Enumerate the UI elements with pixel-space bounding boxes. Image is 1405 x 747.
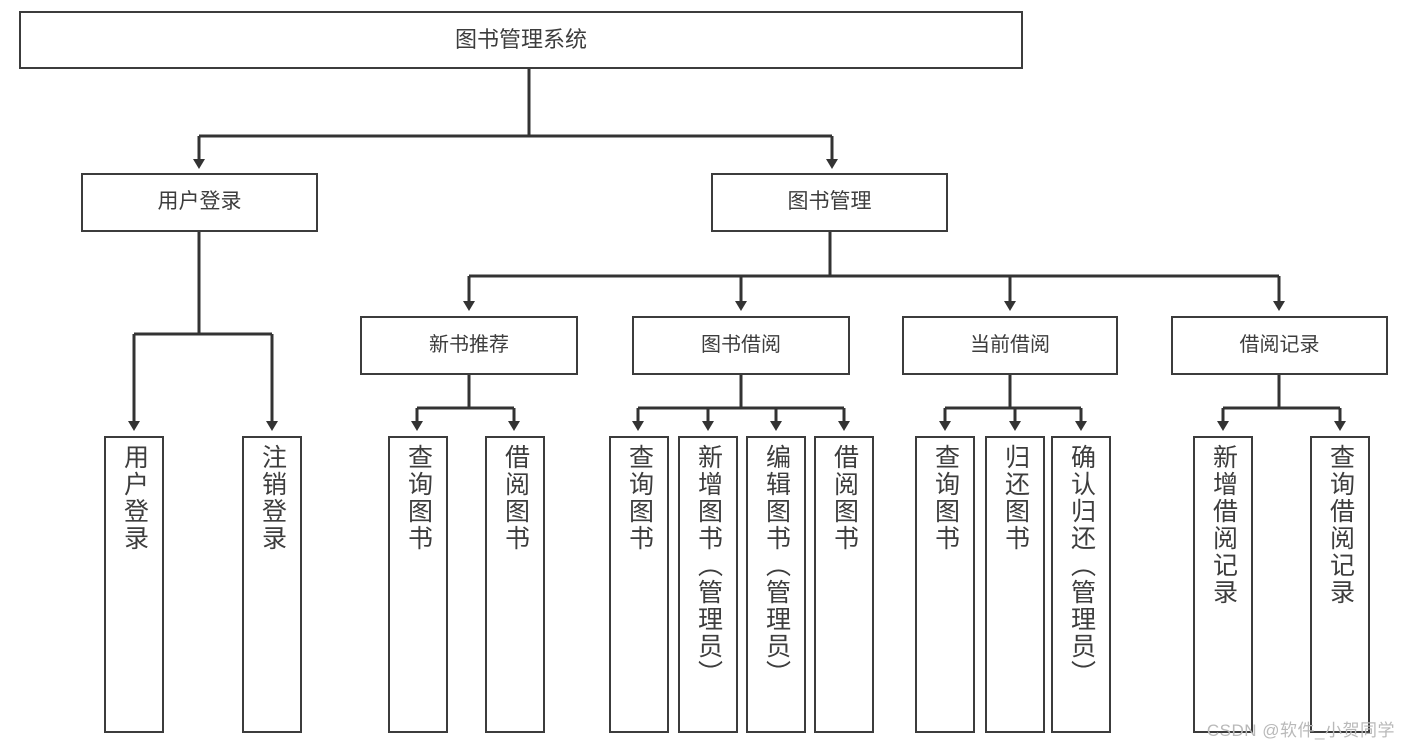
node-leaf-add-book[interactable]: 新增图书（管理员） <box>678 436 738 733</box>
csdn-watermark: CSDN @软件_小贺同学 <box>1206 721 1395 740</box>
node-label: 图书管理系统 <box>454 27 587 53</box>
node-leaf-query-book-3[interactable]: 查询图书 <box>915 436 975 733</box>
node-leaf-borrow-book-1[interactable]: 借阅图书 <box>485 436 545 733</box>
node-label: 当前借阅 <box>970 334 1050 356</box>
node-label: 查询借阅记录 <box>1326 444 1355 606</box>
node-leaf-query-record[interactable]: 查询借阅记录 <box>1310 436 1370 733</box>
node-label: 图书管理 <box>787 190 872 214</box>
node-label: 用户登录 <box>157 190 242 214</box>
node-label: 编辑图书（管理员） <box>762 444 791 687</box>
node-root-system[interactable]: 图书管理系统 <box>19 11 1023 69</box>
node-label: 注销登录 <box>258 444 287 552</box>
node-book-manage[interactable]: 图书管理 <box>711 173 948 232</box>
node-leaf-user-login[interactable]: 用户登录 <box>104 436 164 733</box>
node-label: 新书推荐 <box>429 334 509 356</box>
node-leaf-logout-login[interactable]: 注销登录 <box>242 436 302 733</box>
node-label: 借阅图书 <box>501 444 530 552</box>
node-current-borrow[interactable]: 当前借阅 <box>902 316 1118 375</box>
node-book-borrow[interactable]: 图书借阅 <box>632 316 850 375</box>
node-leaf-add-record[interactable]: 新增借阅记录 <box>1193 436 1253 733</box>
node-label: 借阅图书 <box>830 444 859 552</box>
node-leaf-query-book-1[interactable]: 查询图书 <box>388 436 448 733</box>
node-leaf-query-book-2[interactable]: 查询图书 <box>609 436 669 733</box>
node-label: 借阅记录 <box>1239 334 1320 356</box>
node-label: 新增借阅记录 <box>1209 444 1238 606</box>
node-leaf-edit-book[interactable]: 编辑图书（管理员） <box>746 436 806 733</box>
node-label: 查询图书 <box>625 444 654 552</box>
node-user-login[interactable]: 用户登录 <box>81 173 318 232</box>
node-label: 用户登录 <box>120 444 149 552</box>
node-label: 查询图书 <box>931 444 960 552</box>
node-label: 图书借阅 <box>701 334 781 356</box>
node-borrow-record[interactable]: 借阅记录 <box>1171 316 1388 375</box>
node-new-book-recommend[interactable]: 新书推荐 <box>360 316 578 375</box>
node-leaf-return-book[interactable]: 归还图书 <box>985 436 1045 733</box>
node-label: 查询图书 <box>404 444 433 552</box>
node-label: 归还图书 <box>1001 444 1030 552</box>
node-leaf-confirm-return[interactable]: 确认归还（管理员） <box>1051 436 1111 733</box>
node-leaf-borrow-book-2[interactable]: 借阅图书 <box>814 436 874 733</box>
node-label: 确认归还（管理员） <box>1067 444 1096 687</box>
node-label: 新增图书（管理员） <box>694 444 723 687</box>
